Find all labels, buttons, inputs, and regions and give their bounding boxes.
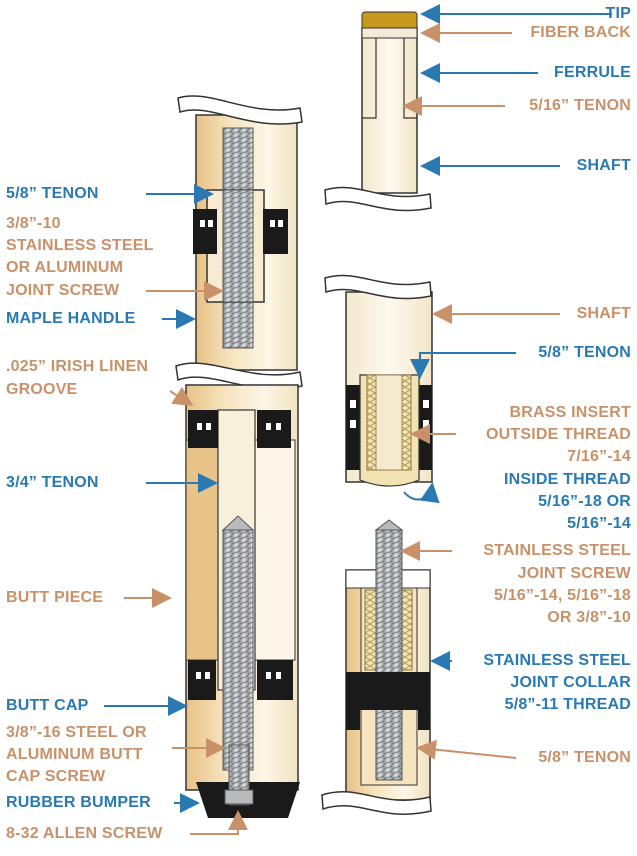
label-joint-screw-left-4: JOINT SCREW: [6, 282, 120, 299]
label-butt-cap-screw-1: 3/8”-16 STEEL OR: [6, 724, 147, 741]
linen-groove: [175, 362, 303, 390]
label-joint-screw-left-3: OR ALUMINUM: [6, 259, 124, 276]
leader-arrows: [104, 4, 612, 835]
label-joint-screw-right-3: 5/16”-14, 5/16”-18: [493, 587, 631, 604]
label-joint-collar-1: STAINLESS STEEL: [483, 652, 631, 669]
label-brass-insert-3: 7/16”-14: [567, 448, 631, 465]
label-linen-groove-2: GROOVE: [6, 381, 78, 398]
inside-thread-curve: [403, 482, 440, 504]
label-tenon-58-bottom: 5/8” TENON: [538, 749, 631, 766]
label-maple-handle: MAPLE HANDLE: [6, 310, 136, 327]
handle-rings-upper: [193, 209, 288, 254]
label-joint-screw-right-2: JOINT SCREW: [517, 565, 631, 582]
rubber-bumper: [196, 744, 300, 818]
label-rubber-bumper: RUBBER BUMPER: [6, 794, 151, 811]
label-linen-groove-1: .025” IRISH LINEN: [6, 358, 149, 375]
label-tenon-34: 3/4” TENON: [6, 474, 99, 491]
label-tenon-58-left: 5/8” TENON: [6, 185, 99, 202]
label-joint-screw-left-2: STAINLESS STEEL: [6, 237, 154, 254]
label-joint-collar-2: JOINT COLLAR: [510, 674, 631, 691]
label-inside-thread-3: 5/16”-14: [567, 515, 631, 532]
butt-cap-screw: [221, 515, 255, 771]
label-tenon-58-right: 5/8” TENON: [538, 344, 631, 361]
label-joint-screw-left-1: 3/8”-10: [6, 215, 61, 232]
shaft-top-piece: [324, 11, 432, 212]
label-butt-cap: BUTT CAP: [6, 697, 89, 714]
label-tenon-516: 5/16” TENON: [529, 97, 631, 114]
label-shaft-mid: SHAFT: [576, 305, 631, 322]
label-joint-collar-3: 5/8”-11 THREAD: [504, 696, 631, 713]
label-allen-screw: 8-32 ALLEN SCREW: [6, 825, 163, 842]
label-joint-screw-right-4: OR 3/8”-10: [547, 609, 631, 626]
label-butt-piece: BUTT PIECE: [6, 589, 104, 606]
label-ferrule: FERRULE: [554, 64, 631, 81]
label-brass-insert-2: OUTSIDE THREAD: [485, 426, 631, 443]
label-shaft-top: SHAFT: [576, 157, 631, 174]
butt-cap: [188, 660, 293, 700]
label-inside-thread-1: INSIDE THREAD: [503, 471, 631, 488]
label-fiber-back: FIBER BACK: [530, 24, 631, 41]
label-joint-screw-right-1: STAINLESS STEEL: [483, 542, 631, 559]
label-inside-thread-2: 5/16”-18 OR: [538, 493, 631, 510]
label-butt-cap-screw-3: CAP SCREW: [6, 768, 106, 785]
butt-joint-piece: [321, 519, 432, 815]
label-butt-cap-screw-2: ALUMINUM BUTT: [6, 746, 143, 763]
butt-rings-upper: [188, 410, 291, 448]
label-tip: TIP: [605, 5, 631, 22]
label-brass-insert-1: BRASS INSERT: [509, 404, 631, 421]
shaft-joint-piece: [324, 274, 433, 487]
joint-collar: [346, 672, 430, 710]
